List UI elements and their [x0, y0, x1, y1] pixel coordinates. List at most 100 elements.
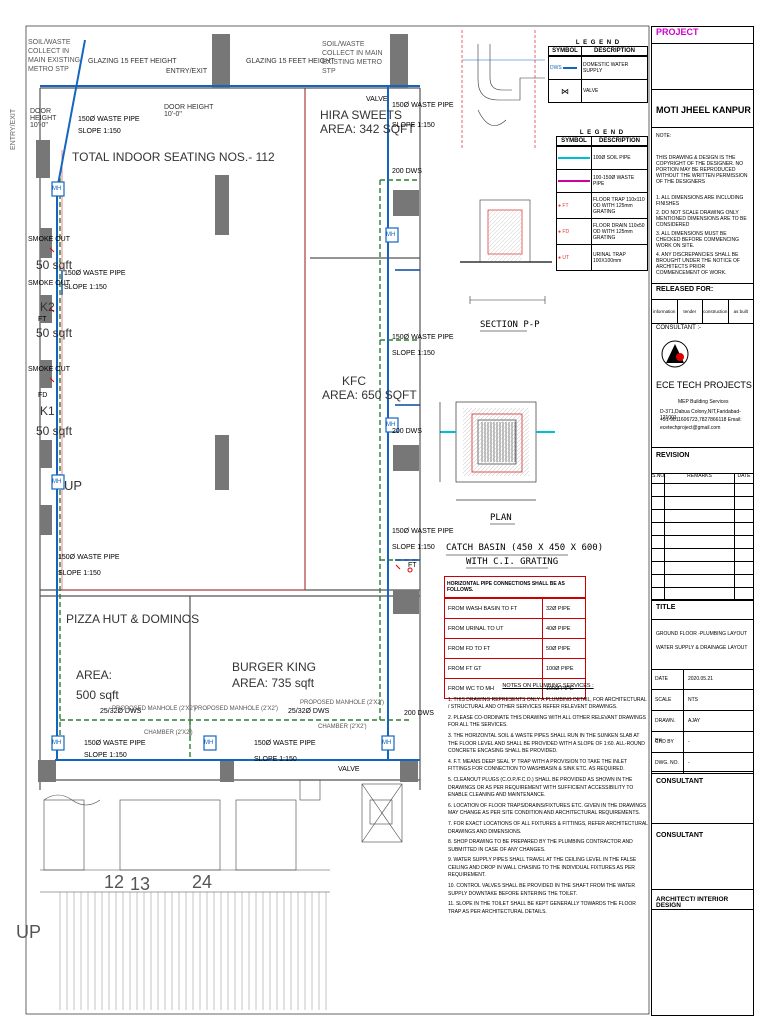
firm-name: ECE TECH PROJECTS	[656, 380, 752, 390]
pipe-label-waste-7: 150Ø WASTE PIPE	[84, 740, 146, 747]
top-label-left-collect: SOIL/WASTE COLLECT IN MAIN EXISTING METR…	[28, 39, 81, 73]
revision-header: REMARKS	[665, 473, 735, 483]
top-label-entry-exit: ENTRY/EXIT	[166, 68, 208, 75]
pipe-label-slope-4: SLOPE 1:150	[392, 122, 435, 129]
kfc-name: KFC	[342, 374, 366, 388]
title-note-item: 2. DO NOT SCALE DRAWING ONLY MENTIONED D…	[656, 210, 747, 228]
released-label: RELEASED FOR:	[656, 286, 714, 293]
kiosk-k3-area: 50 sqft	[36, 258, 73, 272]
note-item: 7. FOR EXACT LOCATIONS OF ALL FIXTURES &…	[448, 820, 648, 835]
pizza-name: PIZZA HUT & DOMINOS	[66, 612, 200, 626]
hpc-pipe: 100Ø PIPE	[542, 678, 586, 699]
revision-row	[652, 536, 753, 549]
soil-pipe-line-icon	[558, 157, 590, 159]
pipe-label-slope-5: SLOPE 1:150	[392, 350, 435, 357]
note-item: 2. PLEASE CO-ORDINATE THIS DRAWING WITH …	[448, 714, 646, 729]
urinal-trap-icon: ●	[558, 254, 562, 261]
hpc-pipe: 100Ø PIPE	[542, 658, 586, 679]
fd-label-1: FD	[38, 392, 48, 399]
step-13: 13	[130, 874, 151, 894]
proposed-manhole-1: PROPOSED MANHOLE (2'X2')	[112, 706, 196, 712]
manhole-label-5: MH	[382, 740, 392, 746]
manhole-label-1: MH	[52, 186, 62, 192]
plan-detail-title: PLAN	[490, 513, 512, 523]
revision-label: REVISION	[656, 452, 690, 459]
building-walls	[39, 87, 421, 790]
note-label: NOTE:	[656, 133, 672, 139]
smoke-out-label-1: SMOKE OUT	[28, 236, 71, 243]
chamber-label-2: CHAMBER (2'X2')	[318, 724, 367, 730]
meta-value: -	[688, 760, 690, 766]
legend-dws-symbol: DWS	[550, 65, 562, 71]
floor-drain-icon: ●	[558, 228, 562, 235]
title-line-2: WATER SUPPLY & DRAINAGE LAYOUT	[656, 645, 748, 651]
ft-label-2: FT	[408, 562, 417, 569]
burger-name: BURGER KING	[232, 660, 317, 674]
legend-drainage-title: L E G E N D	[579, 130, 625, 136]
burger-area: AREA: 735 sqft	[232, 676, 315, 690]
legend-ut-desc: URINAL TRAP 100X100mm	[591, 244, 648, 271]
kiosk-k1: K1	[40, 404, 55, 418]
pipe-label-waste-5: 150Ø WASTE PIPE	[392, 334, 454, 341]
consultant-label: CONSULTANT :-	[656, 325, 702, 331]
manhole-label-6: MH	[386, 232, 396, 238]
legend-water-title: L E G E N D	[575, 40, 621, 46]
firm-address: D-371,Dabua Colony,NIT,Faridabad-121001	[660, 409, 741, 421]
pipe-label-waste-8: 150Ø WASTE PIPE	[254, 740, 316, 747]
kiosk-k2: K2	[40, 300, 55, 314]
released-option: as built	[733, 308, 748, 314]
manhole-label-7: MH	[386, 422, 396, 428]
legend-water-h-desc: DESCRIPTION	[581, 46, 648, 56]
kiosk-k2-area: 50 sqft	[36, 326, 73, 340]
released-option: construction	[703, 299, 729, 323]
note-items: 1. ALL DIMENSIONS ARE INCLUDING FINISHES…	[656, 195, 749, 279]
revision-row	[652, 575, 753, 588]
manhole-label-3: MH	[52, 740, 62, 746]
legend-soil-desc: 100Ø SOIL PIPE	[591, 146, 648, 170]
title-block: PROJECT MOTI JHEEL KANPUR NOTE: THIS DRA…	[651, 26, 754, 1016]
hira-name: HIRA SWEETS	[320, 108, 403, 122]
catch-basin-subtitle: WITH C.I. GRATING	[466, 557, 559, 567]
chamber-label-1: CHAMBER (2'X2')	[144, 730, 193, 736]
hpc-pipe: 40Ø PIPE	[542, 618, 586, 639]
manhole-label-4: MH	[204, 740, 214, 746]
notes-title: NOTES ON PLUMBING SERVICES :	[502, 683, 594, 689]
hpc-from: FROM WC TO MH	[444, 678, 543, 699]
staircase	[40, 783, 403, 893]
meta-value: 2020.05.21	[688, 676, 714, 682]
title-label: TITLE	[656, 604, 676, 611]
revision-row	[652, 484, 753, 497]
legend-waste-desc: 100-150Ø WASTE PIPE	[591, 169, 648, 193]
trap-detail	[461, 30, 545, 150]
title-line-1: GROUND FLOOR -PLUMBING LAYOUT	[656, 631, 748, 637]
columns	[36, 34, 419, 782]
valve-label-bottom: VALVE	[338, 766, 360, 773]
legend-ft-symbol: FT	[562, 202, 569, 209]
manholes	[51, 181, 399, 751]
proposed-manhole-3: PROPOSED MANHOLE (2'X2')	[300, 700, 384, 706]
hira-area: AREA: 342 SQFT	[320, 122, 415, 136]
plumbing-notes: NOTES ON PLUMBING SERVICES : 1. THIS DRA…	[448, 683, 648, 919]
note-item: 4. F.T. MEANS DEEP SEAL 'P' TRAP WITH A …	[448, 758, 628, 773]
pipe-label-waste-2: 150Ø WASTE PIPE	[64, 270, 126, 277]
pizza-area: 500 sqft	[76, 688, 119, 702]
dws-label-2: 200 DWS	[392, 428, 422, 435]
note-item: 11. SLOPE IN THE TOILET SHALL BE KEPT GE…	[448, 901, 636, 915]
legend-drainage-h-symbol: SYMBOL	[556, 136, 592, 146]
pipe-label-waste-6: 150Ø WASTE PIPE	[392, 528, 454, 535]
kfc-area: AREA: 650 SQFT	[322, 388, 417, 402]
pipe-label-slope-6: SLOPE 1:150	[392, 544, 435, 551]
revision-header: DATE	[737, 473, 751, 479]
pizza-area-label: AREA:	[76, 668, 113, 682]
consultant-2: CONSULTANT	[656, 778, 704, 785]
pipe-label-waste-4: 150Ø WASTE PIPE	[392, 102, 454, 109]
hpc-from: FROM FD TO FT	[444, 638, 543, 659]
revision-header: S.NO.	[652, 473, 666, 483]
